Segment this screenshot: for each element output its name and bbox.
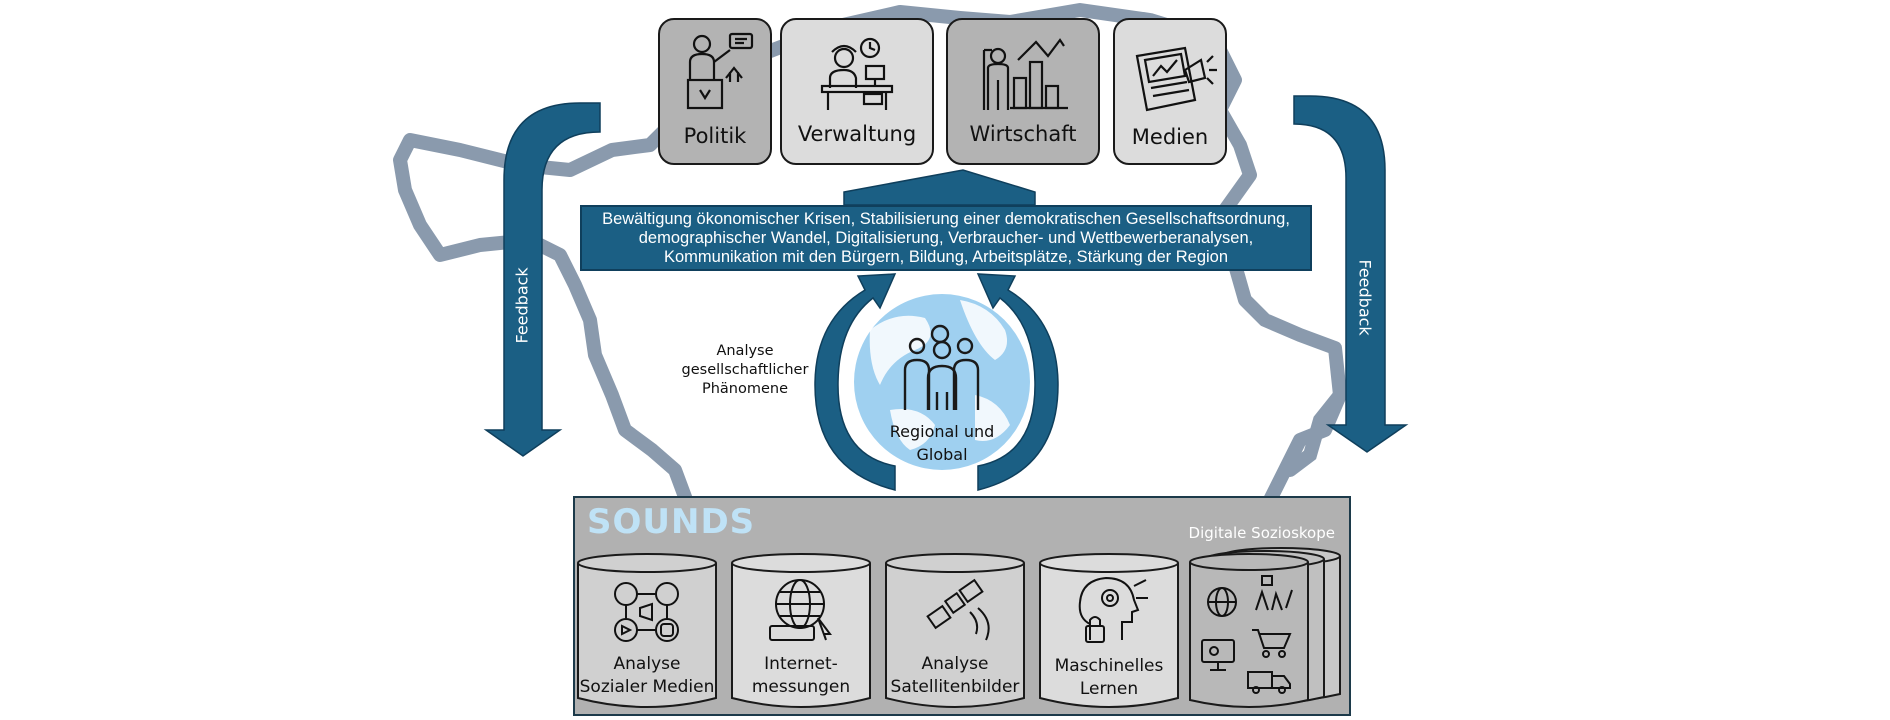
stakeholder-label: Politik [683,124,747,148]
cylinder-internet [731,553,871,708]
cyl-line: Lernen [1079,679,1139,699]
cylinder-ml [1039,553,1179,708]
banner-line: Bewältigung ökonomischer Krisen, Stabili… [602,209,1290,228]
map-outline-right [1283,388,1347,477]
stakeholder-label: Verwaltung [797,122,917,146]
stakeholder-medien: Medien [1113,18,1227,165]
cylinder-social-media [577,553,717,708]
cylinder-label-internet: Internet- messungen [732,653,870,699]
politician-podium-icon [686,32,754,110]
cyl-line: Sozialer Medien [579,677,715,697]
cyl-line: Maschinelles [1054,656,1164,676]
cylinder-stack [1189,547,1341,708]
newspaper-megaphone-icon [1135,46,1217,112]
cyl-line: Analyse [613,654,681,674]
banner-line: demographischer Wandel, Digitalisierung,… [638,228,1254,247]
office-worker-desk-icon [820,37,894,110]
cycle-arrow-right [976,273,1059,491]
feedback-arrow-right [1293,95,1409,453]
banner-line: Kommunikation mit den Bürgern, Bildung, … [663,247,1229,266]
social-media-icon [614,582,679,642]
cylinder-label-social-media: Analyse Sozialer Medien [578,653,716,699]
ai-head-gears-icon [1078,576,1148,643]
globe-label: Regional und Global [872,420,1012,466]
analysis-line: Phänomene [701,381,789,397]
misc-data-sources-icon [1201,575,1293,694]
cyl-line: messungen [751,677,851,697]
globe-www-icon [769,579,832,641]
sounds-title: SOUNDS [587,502,756,542]
globe-line: Regional und [889,422,995,441]
stakeholder-wirtschaft: Wirtschaft [946,18,1100,165]
goals-banner: Bewältigung ökonomischer Krisen, Stabili… [580,205,1312,271]
satellite-icon [926,578,990,641]
people-group-icon [903,324,980,410]
cyl-line: Analyse [921,654,989,674]
business-chart-presenter-icon [982,38,1068,110]
analysis-line: gesellschaftlicher [681,362,809,378]
cylinder-satellite [885,553,1025,708]
cyl-line: Satellitenbilder [890,677,1020,697]
globe-line: Global [916,445,968,464]
stakeholder-label: Wirtschaft [969,122,1077,146]
cylinder-label-ml: Maschinelles Lernen [1040,655,1178,701]
cylinder-label-satellite: Analyse Satellitenbilder [886,653,1024,699]
analysis-label: Analyse gesellschaftlicher Phänomene [670,342,820,399]
stakeholder-politik: Politik [658,18,772,165]
analysis-line: Analyse [716,343,774,359]
stakeholder-label: Medien [1131,125,1209,149]
cyl-line: Internet- [764,654,838,674]
globe-continents [869,300,1010,450]
stakeholder-verwaltung: Verwaltung [780,18,934,165]
feedback-arrow-left [483,102,601,457]
cycle-arrow-left [814,273,897,491]
sounds-subtitle: Digitale Sozioskope [1188,524,1335,542]
